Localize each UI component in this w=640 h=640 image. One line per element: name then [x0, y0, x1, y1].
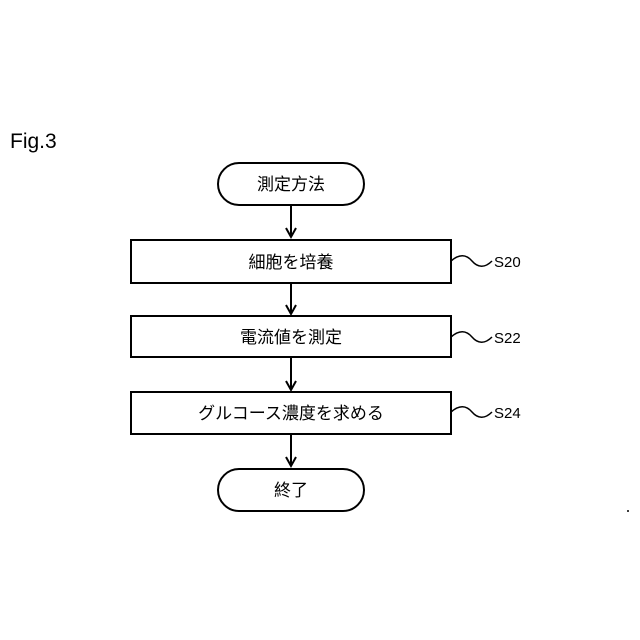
leader-line-s24: [451, 407, 492, 418]
start-terminal-label: 測定方法: [257, 175, 325, 195]
leader-line-s22: [451, 332, 492, 343]
figure-label: Fig.3: [10, 130, 57, 153]
end-terminal-label: 終了: [274, 481, 308, 501]
process-step-2-text: 電流値を測定: [240, 328, 342, 348]
start-terminal: 測定方法: [218, 163, 364, 205]
step-label-s20: S20: [494, 254, 521, 271]
arrow-step1-to-step2: [286, 283, 296, 314]
process-step-2: 電流値を測定 S22: [131, 316, 521, 357]
step-label-s22: S22: [494, 330, 521, 347]
arrow-start-to-step1: [286, 205, 296, 237]
step-label-s24: S24: [494, 405, 521, 422]
arrow-step2-to-step3: [286, 357, 296, 390]
end-terminal: 終了: [218, 469, 364, 511]
scan-dot: [627, 510, 629, 512]
leader-line-s20: [451, 256, 492, 267]
arrow-step3-to-end: [286, 434, 296, 466]
process-step-1: 細胞を培養 S20: [131, 240, 521, 283]
process-step-1-text: 細胞を培養: [249, 253, 334, 273]
process-step-3: グルコース濃度を求める S24: [131, 392, 521, 434]
process-step-3-text: グルコース濃度を求める: [198, 404, 384, 424]
